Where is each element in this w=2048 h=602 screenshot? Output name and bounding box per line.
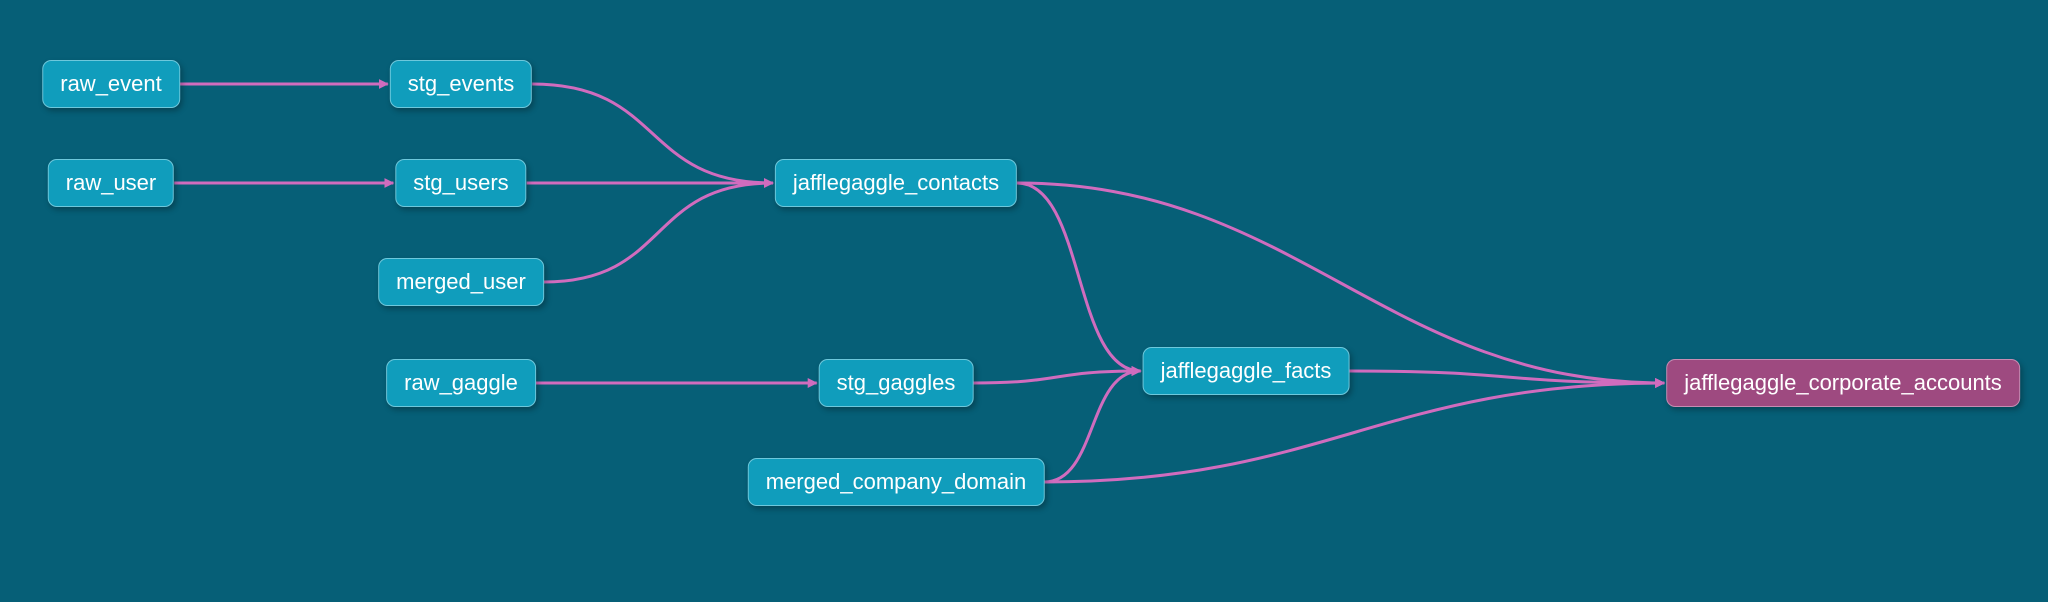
edge-jafflegaggle_contacts-jafflegaggle_facts: [1017, 181, 1142, 376]
node-raw_gaggle[interactable]: raw_gaggle: [386, 359, 536, 407]
node-jafflegaggle_corporate_accounts[interactable]: jafflegaggle_corporate_accounts: [1666, 359, 2020, 407]
edge-merged_company_domain-jafflegaggle_facts: [1044, 366, 1142, 484]
edge-merged_company_domain-jafflegaggle_corporate_accounts: [1044, 378, 1666, 484]
node-merged_company_domain[interactable]: merged_company_domain: [747, 458, 1045, 506]
node-merged_user[interactable]: merged_user: [378, 258, 544, 306]
edge-stg_events-jafflegaggle_contacts: [532, 82, 774, 188]
edge-jafflegaggle_contacts-jafflegaggle_corporate_accounts: [1017, 181, 1666, 388]
node-jafflegaggle_facts[interactable]: jafflegaggle_facts: [1142, 347, 1350, 395]
edges-group: [174, 79, 1666, 484]
edge-merged_user-jafflegaggle_contacts: [543, 178, 774, 284]
node-raw_event[interactable]: raw_event: [42, 60, 180, 108]
edge-stg_gaggles-jafflegaggle_facts: [973, 366, 1142, 385]
node-stg_events[interactable]: stg_events: [389, 60, 533, 108]
node-stg_users[interactable]: stg_users: [395, 159, 527, 207]
node-raw_user[interactable]: raw_user: [47, 159, 175, 207]
node-jafflegaggle_contacts[interactable]: jafflegaggle_contacts: [774, 159, 1018, 207]
node-stg_gaggles[interactable]: stg_gaggles: [818, 359, 974, 407]
edge-jafflegaggle_facts-jafflegaggle_corporate_accounts: [1349, 369, 1666, 388]
